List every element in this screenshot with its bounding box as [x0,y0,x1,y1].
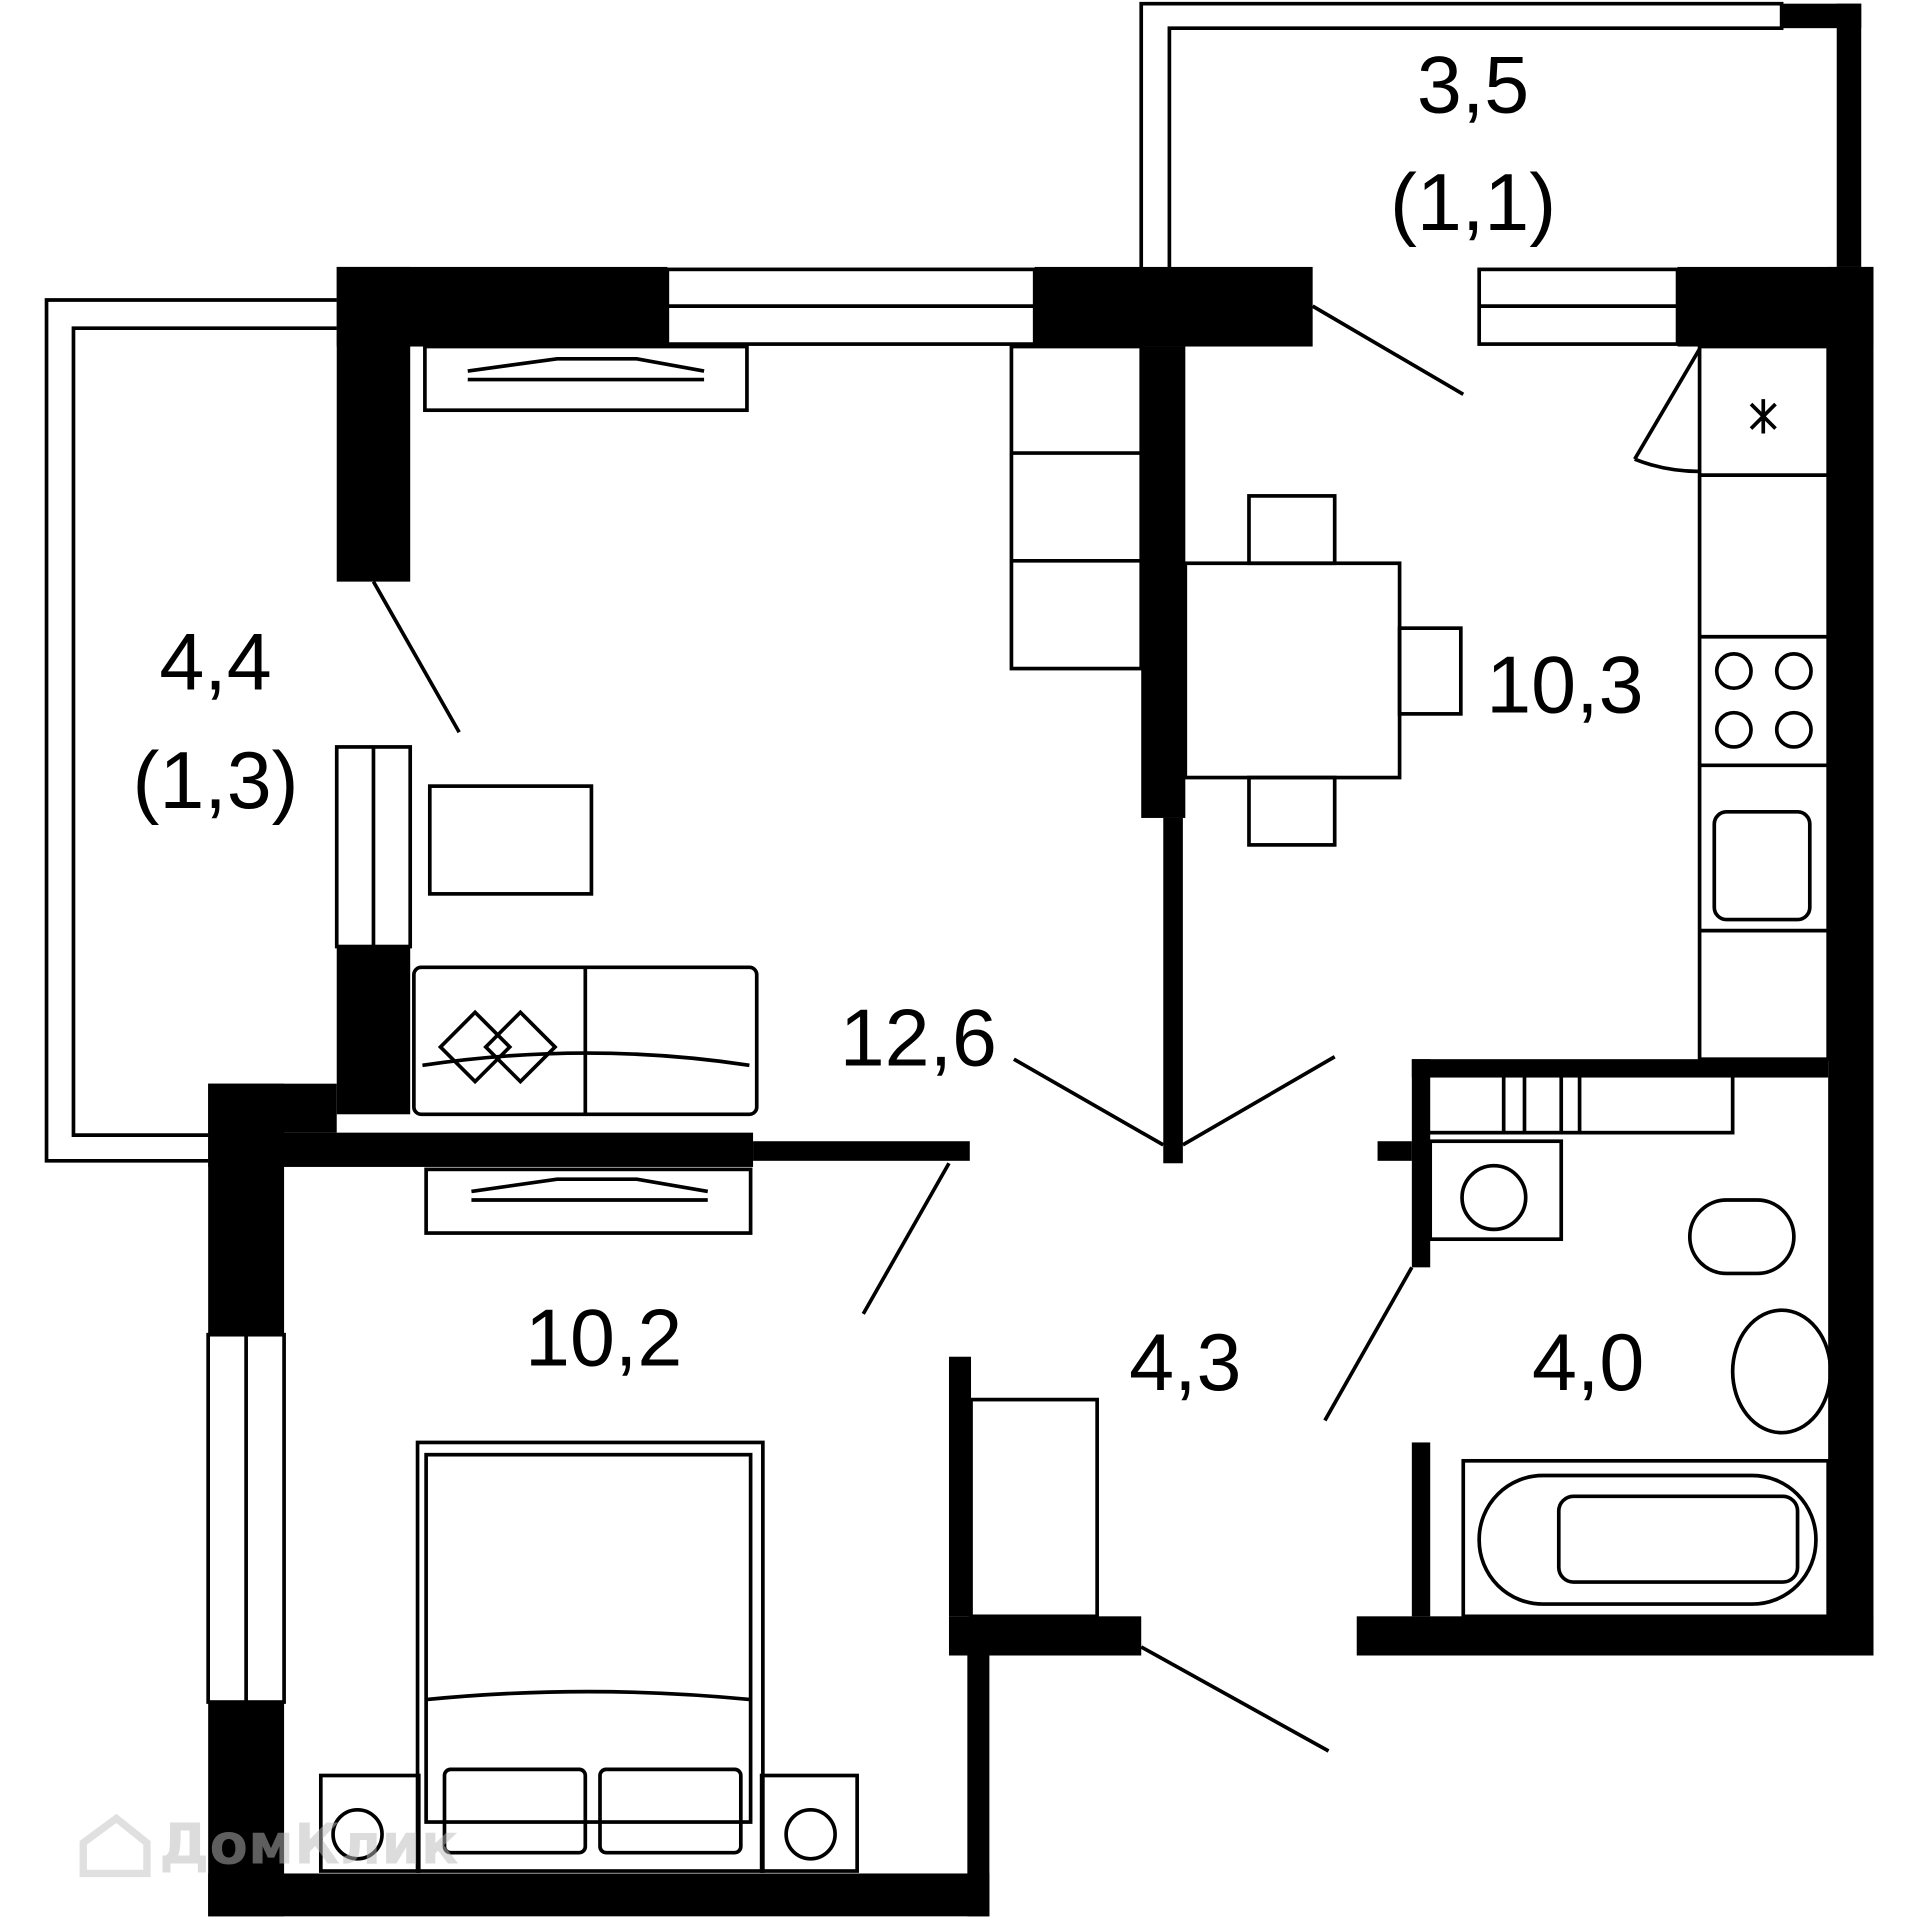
windows [206,267,1680,1704]
balcony-top-outline [1139,1,1862,267]
room-area-balcony-left: 4,4 [159,617,271,707]
room-area-kitchen: 10,3 [1486,641,1643,731]
watermark-logo: ДомКлик [79,1813,459,1878]
room-area-bathroom: 4,0 [1532,1318,1644,1408]
balcony-left-outline [44,298,337,1163]
room-area-sub-balcony-left: (1,3) [132,736,298,826]
walls [208,266,1874,1917]
room-area-bedroom: 10,2 [525,1293,682,1383]
door-swings [371,304,1702,1753]
room-area-living: 12,6 [840,993,997,1083]
furniture [318,344,1833,1873]
room-area-hallway: 4,3 [1129,1318,1241,1408]
watermark-text: ДомКлик [159,1813,459,1878]
room-area-balcony-top: 3,5 [1417,41,1529,131]
room-area-sub-balcony-top: (1,1) [1390,158,1556,248]
